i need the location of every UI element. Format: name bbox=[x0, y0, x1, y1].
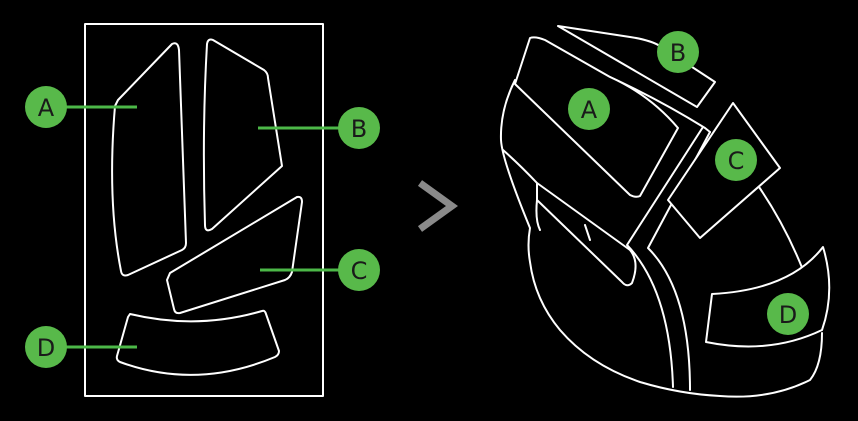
callout-d-mouse: D bbox=[767, 293, 809, 335]
mouse-center-seam bbox=[626, 126, 711, 391]
label-badge bbox=[715, 139, 757, 181]
label-badge bbox=[657, 31, 699, 73]
label-badge bbox=[338, 249, 380, 291]
grip-tape-sheet: A B C D bbox=[25, 23, 380, 397]
label-text: C bbox=[728, 147, 745, 175]
applied-tape-d bbox=[705, 246, 831, 348]
callout-c-mouse: C bbox=[715, 139, 757, 181]
callout-d: D bbox=[25, 326, 137, 368]
mouse-illustration: B A C D bbox=[499, 25, 831, 398]
tape-piece-c bbox=[166, 195, 303, 315]
chevron-right-icon bbox=[417, 180, 458, 232]
label-text: A bbox=[38, 94, 55, 122]
label-text: A bbox=[581, 96, 598, 124]
callout-a-mouse: A bbox=[568, 88, 610, 130]
mouse-side-buttons bbox=[502, 149, 637, 287]
label-badge bbox=[767, 293, 809, 335]
label-text: D bbox=[37, 334, 55, 362]
callout-c: C bbox=[260, 249, 380, 291]
callout-a: A bbox=[25, 86, 137, 128]
label-badge bbox=[25, 326, 67, 368]
label-badge bbox=[338, 107, 380, 149]
label-text: C bbox=[351, 257, 368, 285]
mouse-right-edge bbox=[758, 186, 804, 271]
label-text: B bbox=[670, 39, 686, 67]
label-text: D bbox=[779, 301, 797, 329]
callout-b: B bbox=[258, 107, 380, 149]
label-badge bbox=[25, 86, 67, 128]
label-text: B bbox=[351, 115, 367, 143]
tape-piece-d bbox=[115, 309, 280, 376]
tape-piece-a bbox=[111, 42, 187, 277]
callout-b-mouse: B bbox=[657, 31, 699, 73]
applied-tape-b bbox=[557, 25, 716, 108]
sheet-border bbox=[84, 23, 324, 397]
label-badge bbox=[568, 88, 610, 130]
tape-piece-b bbox=[202, 38, 283, 232]
mouse-body-outline bbox=[499, 79, 823, 398]
